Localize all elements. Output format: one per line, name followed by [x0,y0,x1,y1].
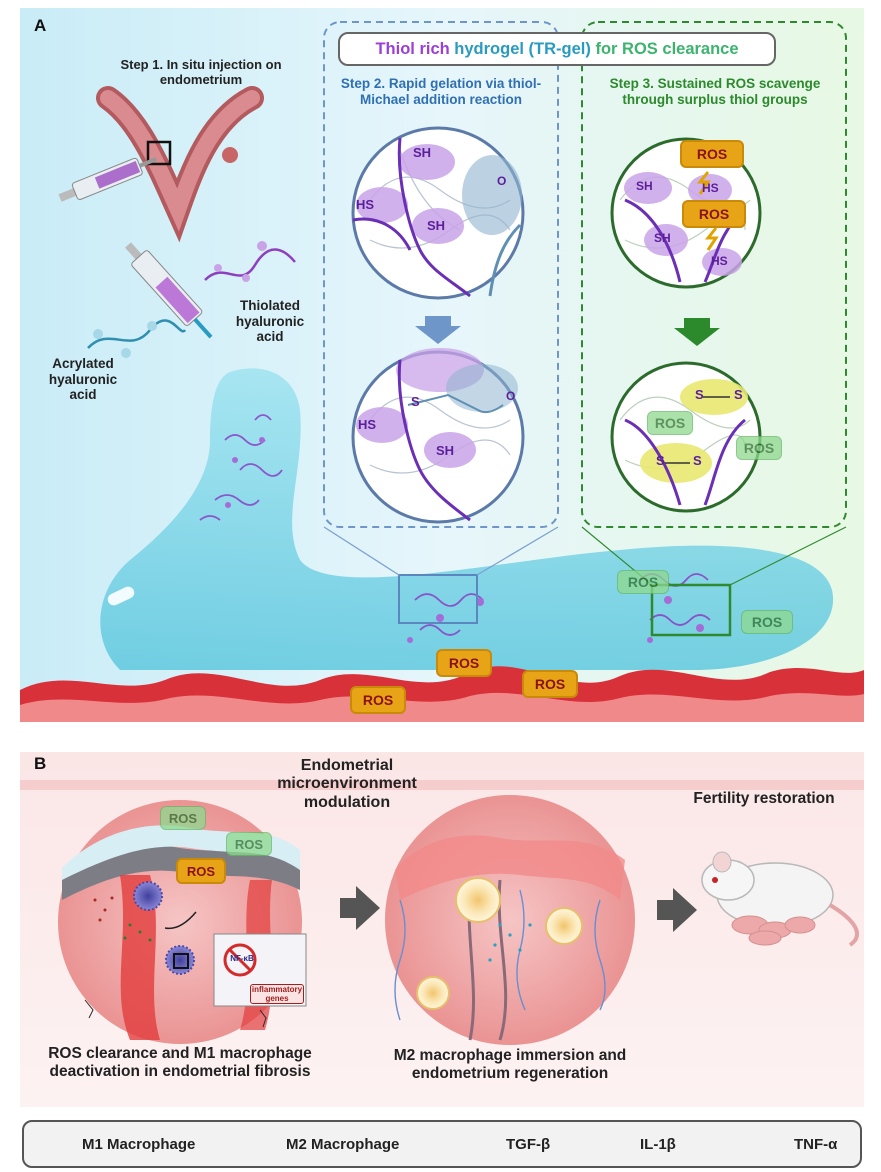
hs-label: HS [358,417,377,432]
s-label: S [734,387,743,402]
title-box: Thiol rich hydrogel (TR-gel) for ROS cle… [338,32,776,66]
sh-label: SH [654,231,671,245]
ros-tag: ROS [522,670,578,698]
ros-tag: ROS [176,858,226,884]
ros-faded-tag: ROS [741,610,793,634]
step2-molecule-circle-top [351,126,525,300]
syringe-icon [58,157,158,202]
o-label: O [497,174,507,188]
right-arrow-icon [657,888,697,932]
legend: M1 Macrophage M2 Macrophage TGF-β IL-1β … [22,1120,862,1168]
step1-label: Step 1. In situ injection on endometrium [120,57,282,87]
m2-macrophage-icon [455,877,501,923]
legend-il1-label: IL-1β [640,1135,676,1153]
thiolated-ha-label: Thiolated hyaluronic acid [235,298,305,345]
step3-molecule-circle-bottom [610,361,762,513]
ros-faded-tag: ROS [647,411,693,435]
ros-faded-tag: ROS [160,806,206,830]
down-arrow-icon [415,316,461,344]
modulation-label: Endometrial microenvironment modulation [277,757,417,811]
s-label: S [693,453,702,468]
legend-m2-label: M2 Macrophage [286,1135,400,1153]
regenerating-endometrium-circle [385,795,635,1045]
ros-tag: ROS [682,200,746,228]
nfkb-label: NF-κB [230,954,254,963]
sh-label: SH [436,443,455,458]
zoom-box-step3 [650,583,732,637]
title-hydrogel: hydrogel (TR-gel) [454,39,591,58]
right-arrow-icon [340,886,380,930]
m2-macrophage-icon [545,907,583,945]
thiolated-ha-chain-icon [204,248,296,281]
uterus-icon [96,86,264,243]
title-thiol-rich: Thiol rich [375,39,450,58]
caption-middle: M2 macrophage immersion and endometrium … [393,1047,627,1082]
acrylated-ha-label: Acrylated hyaluronic acid [48,356,118,403]
title-ros-clearance: for ROS clearance [595,39,739,58]
hs-label: HS [702,181,719,195]
ros-faded-tag: ROS [617,570,669,594]
s-label: S [656,453,665,468]
ros-tag: ROS [350,686,406,714]
ros-tag: ROS [680,140,744,168]
panel-a-label: A [34,16,47,35]
ros-faded-tag: ROS [226,832,272,856]
legend-item: IL-1β [640,1122,676,1166]
inflammatory-genes-label: inflammatory genes [250,984,304,1005]
mouse-icon [701,851,860,947]
legend-item: TNF-α [794,1122,837,1166]
sh-label: SH [427,218,446,233]
fertility-label: Fertility restoration [693,790,835,807]
s-label: S [411,394,420,409]
legend-item: TGF-β [506,1122,550,1166]
m2-macrophage-icon [416,976,450,1010]
legend-m1-label: M1 Macrophage [82,1135,196,1153]
step2-molecule-circle-bottom [351,348,525,524]
o-label: O [506,389,516,403]
sh-label: SH [636,179,653,193]
panel-b-label: B [34,754,47,773]
down-arrow-icon [674,318,720,346]
hs-label: HS [356,197,375,212]
zoom-box-step2 [398,574,478,624]
m1-macrophage-icon [165,945,195,975]
ros-faded-tag: ROS [736,436,782,460]
s-label: S [695,387,704,402]
ros-tag: ROS [436,649,492,677]
hydrogel-body [100,368,834,670]
sh-label: SH [413,145,432,160]
syringe-icon [125,242,213,339]
caption-left: ROS clearance and M1 macrophage deactiva… [48,1045,312,1080]
step2-label: Step 2. Rapid gelation via thiol-Michael… [340,76,542,107]
legend-item: M1 Macrophage [82,1122,195,1166]
m1-macrophage-icon [133,881,163,911]
legend-tgf-label: TGF-β [506,1135,551,1153]
step2-frame [323,21,559,528]
legend-item: M2 Macrophage [286,1122,399,1166]
step3-frame [581,21,847,528]
step3-label: Step 3. Sustained ROS scavenge through s… [609,76,821,107]
legend-tnf-label: TNF-α [794,1135,838,1153]
hs-label: HS [711,254,728,268]
